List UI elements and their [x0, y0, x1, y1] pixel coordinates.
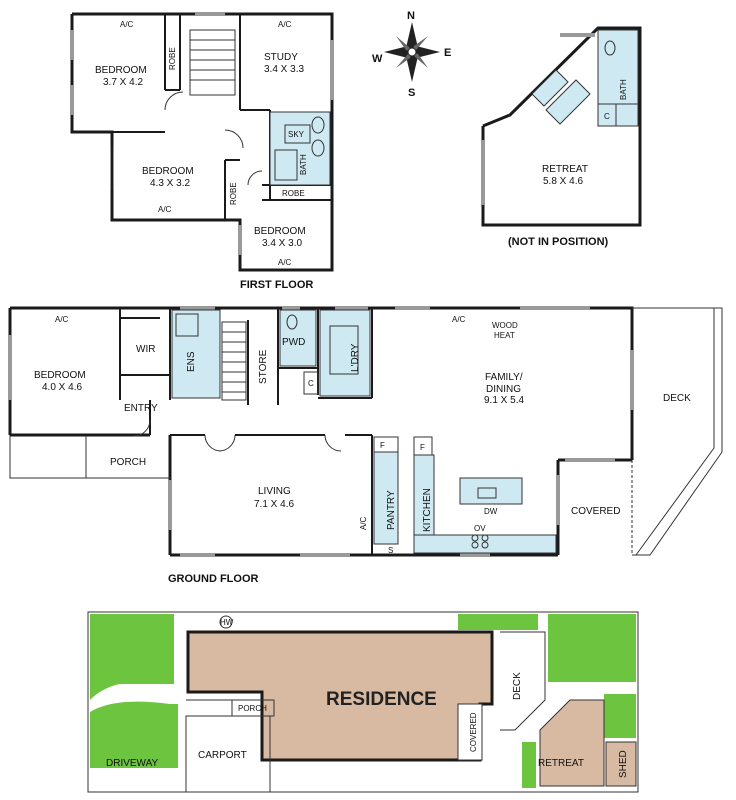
room-name: BEDROOM: [95, 65, 147, 76]
driveway-label: DRIVEWAY: [106, 758, 159, 769]
wir-label: WIR: [136, 344, 155, 355]
site-deck-label: DECK: [512, 672, 523, 700]
room-name: BEDROOM: [142, 166, 194, 177]
room-name: DINING: [486, 384, 521, 395]
compass-rose: N S E W: [372, 10, 451, 99]
ldry-c-label: C: [308, 379, 314, 388]
ens-label: ENS: [186, 351, 197, 372]
kitchen-label: KITCHEN: [422, 488, 433, 532]
wood-heat-label: HEAT: [494, 331, 515, 340]
ground-floor-plan: A/C A/C A/C WOOD HEAT BEDROOM 4.0 X 4.6 …: [8, 306, 723, 585]
dishwasher-label: DW: [484, 507, 498, 516]
room-size: 3.7 X 4.2: [103, 77, 143, 88]
residence-label: RESIDENCE: [326, 689, 437, 710]
room-size: 4.0 X 4.6: [42, 382, 82, 393]
ac-label: A/C: [55, 315, 69, 324]
first-floor-heading: FIRST FLOOR: [240, 279, 313, 291]
room-size: 3.4 X 3.3: [264, 64, 304, 75]
robe-label: ROBE: [282, 189, 305, 198]
room-name: BEDROOM: [34, 370, 86, 381]
pwd-label: PWD: [282, 337, 305, 348]
hot-water-label: HW: [220, 618, 234, 627]
ac-label: A/C: [278, 20, 292, 29]
room-size: 4.3 X 3.2: [150, 178, 190, 189]
room-name: BEDROOM: [254, 226, 306, 237]
ac-label: A/C: [158, 205, 172, 214]
kitchen-f-label: F: [420, 443, 425, 452]
wood-heat-label: WOOD: [492, 321, 518, 330]
pantry-f-label: F: [380, 441, 385, 450]
site-plan: HW RESIDENCE COVERED DECK RETREAT SHED D…: [87, 611, 639, 793]
room-size: 5.8 X 4.6: [543, 176, 583, 187]
compass-south: S: [408, 87, 415, 99]
covered-label: COVERED: [571, 506, 620, 517]
first-floor-plan: A/C A/C A/C A/C BEDROOM 3.7 X 4.2 STUDY …: [70, 12, 334, 291]
s-label: S: [388, 546, 393, 555]
site-shed-label: SHED: [618, 750, 629, 778]
pantry-label: PANTRY: [386, 490, 397, 530]
robe-label: ROBE: [168, 47, 177, 70]
room-name: FAMILY/: [485, 372, 523, 383]
site-retreat-label: RETREAT: [538, 758, 584, 769]
compass-west: W: [372, 53, 383, 65]
porch-label: PORCH: [110, 457, 146, 468]
room-size: 9.1 X 5.4: [484, 395, 524, 406]
not-in-position-note: (NOT IN POSITION): [508, 236, 609, 248]
ac-label: A/C: [452, 315, 466, 324]
staircase: [221, 321, 247, 401]
room-size: 7.1 X 4.6: [254, 499, 294, 510]
retreat-plan: C BATH RETREAT 5.8 X 4.6 (NOT IN POSITIO…: [481, 26, 642, 248]
compass-east: E: [444, 47, 451, 59]
ground-floor-heading: GROUND FLOOR: [168, 573, 258, 585]
ac-label: A/C: [120, 20, 134, 29]
deck-label: DECK: [663, 393, 691, 404]
room-name: RETREAT: [542, 164, 588, 175]
robe-label: ROBE: [229, 182, 238, 205]
ac-label: A/C: [278, 258, 292, 267]
carport-label: CARPORT: [198, 750, 247, 761]
entry-label: ENTRY: [124, 403, 158, 414]
sky-label: SKY: [288, 130, 305, 139]
ac-label: A/C: [359, 516, 368, 530]
ldry-label: L'DRY: [350, 343, 361, 372]
bath-label: BATH: [299, 154, 308, 175]
retreat-bath-label: BATH: [619, 79, 628, 100]
site-covered-label: COVERED: [469, 712, 478, 752]
retreat-c-label: C: [604, 112, 610, 121]
oven-label: OV: [474, 524, 486, 533]
compass-north: N: [407, 10, 415, 22]
site-porch-label: PORCH: [238, 704, 267, 713]
room-size: 3.4 X 3.0: [262, 238, 302, 249]
store-label: STORE: [258, 349, 269, 384]
room-name: LIVING: [258, 486, 291, 497]
room-name: STUDY: [264, 52, 298, 63]
